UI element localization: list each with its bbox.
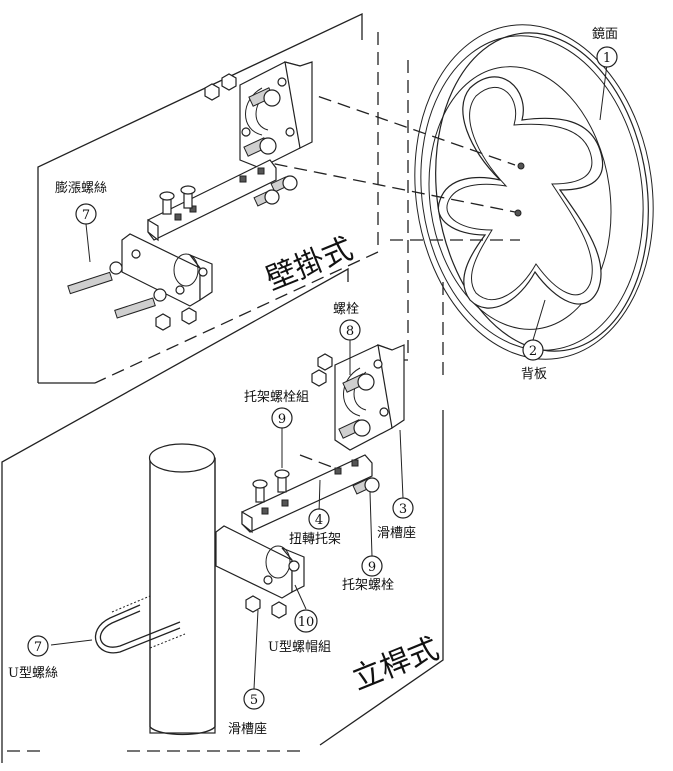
- label-wall-mount: 壁掛式: [261, 231, 358, 297]
- dish-backplate: [437, 76, 604, 309]
- label-bolt: 螺栓: [333, 302, 359, 317]
- label-bracket-bolt-set: 托架螺栓組: [244, 390, 309, 405]
- callout-9-upper-circle: [271, 407, 293, 429]
- callout-1-circle: [596, 46, 618, 68]
- leader-line: [399, 429, 404, 499]
- leader-line: [318, 479, 321, 514]
- callout-8: 8: [346, 324, 354, 339]
- callout-5-circle: [243, 688, 265, 710]
- callout-4: 4: [315, 513, 323, 528]
- label-slide-seat-3: 滑槽座: [377, 526, 416, 541]
- callout-2-circle: [522, 339, 544, 361]
- pole: [148, 443, 216, 736]
- callout-2: 2: [529, 344, 537, 359]
- callout-3: 3: [399, 502, 407, 517]
- label-mirror: 鏡面: [592, 27, 618, 42]
- leader-line: [85, 223, 91, 263]
- label-pole-mount: 立桿式: [347, 631, 444, 697]
- callout-8-circle: [339, 319, 361, 341]
- callout-10-circle: [294, 609, 318, 633]
- label-u-screw: U型螺絲: [8, 666, 58, 681]
- callout-7-pole-circle: [27, 635, 49, 657]
- alignment-line: [299, 89, 516, 166]
- label-expansion-screw: 膨漲螺絲: [55, 181, 107, 196]
- label-backplate: 背板: [521, 367, 547, 382]
- leader-line: [50, 639, 93, 646]
- callout-7-wall: 7: [82, 208, 90, 223]
- leader-line: [599, 63, 608, 121]
- leader-line: [369, 491, 373, 557]
- callout-1: 1: [603, 51, 611, 66]
- label-twist-bracket: 扭轉托架: [289, 532, 341, 547]
- pole-slide-seat: [311, 344, 405, 451]
- callout-9-lower: 9: [368, 560, 376, 575]
- expansion-screws: [67, 261, 197, 331]
- alignment-line: [254, 159, 516, 213]
- callout-5: 5: [250, 693, 258, 708]
- callout-7-wall-circle: [75, 203, 97, 225]
- callout-7-pole: 7: [34, 640, 42, 655]
- alignment-line: [380, 60, 409, 361]
- callout-9-lower-circle: [361, 555, 383, 577]
- wall-mount-frame: [37, 12, 379, 384]
- leader-line: [532, 299, 546, 341]
- wall-bolts-upper: [204, 73, 281, 157]
- u-bolt: [94, 595, 186, 654]
- label-slide-seat-5: 滑槽座: [228, 722, 267, 737]
- wall-bracket-bolts: [159, 175, 298, 215]
- wall-lower-slide-seat: [121, 233, 213, 307]
- label-bracket-bolt: 托架螺栓: [342, 578, 394, 593]
- callout-3-circle: [392, 497, 414, 519]
- wall-twist-bracket: [147, 159, 277, 242]
- callout-4-circle: [308, 508, 330, 530]
- pole-twist-bracket: [241, 454, 380, 534]
- pole-mount-frame: [1, 267, 444, 763]
- leader-line: [294, 584, 307, 610]
- callout-9-upper: 9: [278, 412, 286, 427]
- callout-10: 10: [298, 615, 315, 630]
- leader-line: [253, 609, 259, 690]
- pole-lower-slide-seat: [215, 525, 305, 619]
- label-u-nut-set: U型螺帽組: [268, 639, 331, 655]
